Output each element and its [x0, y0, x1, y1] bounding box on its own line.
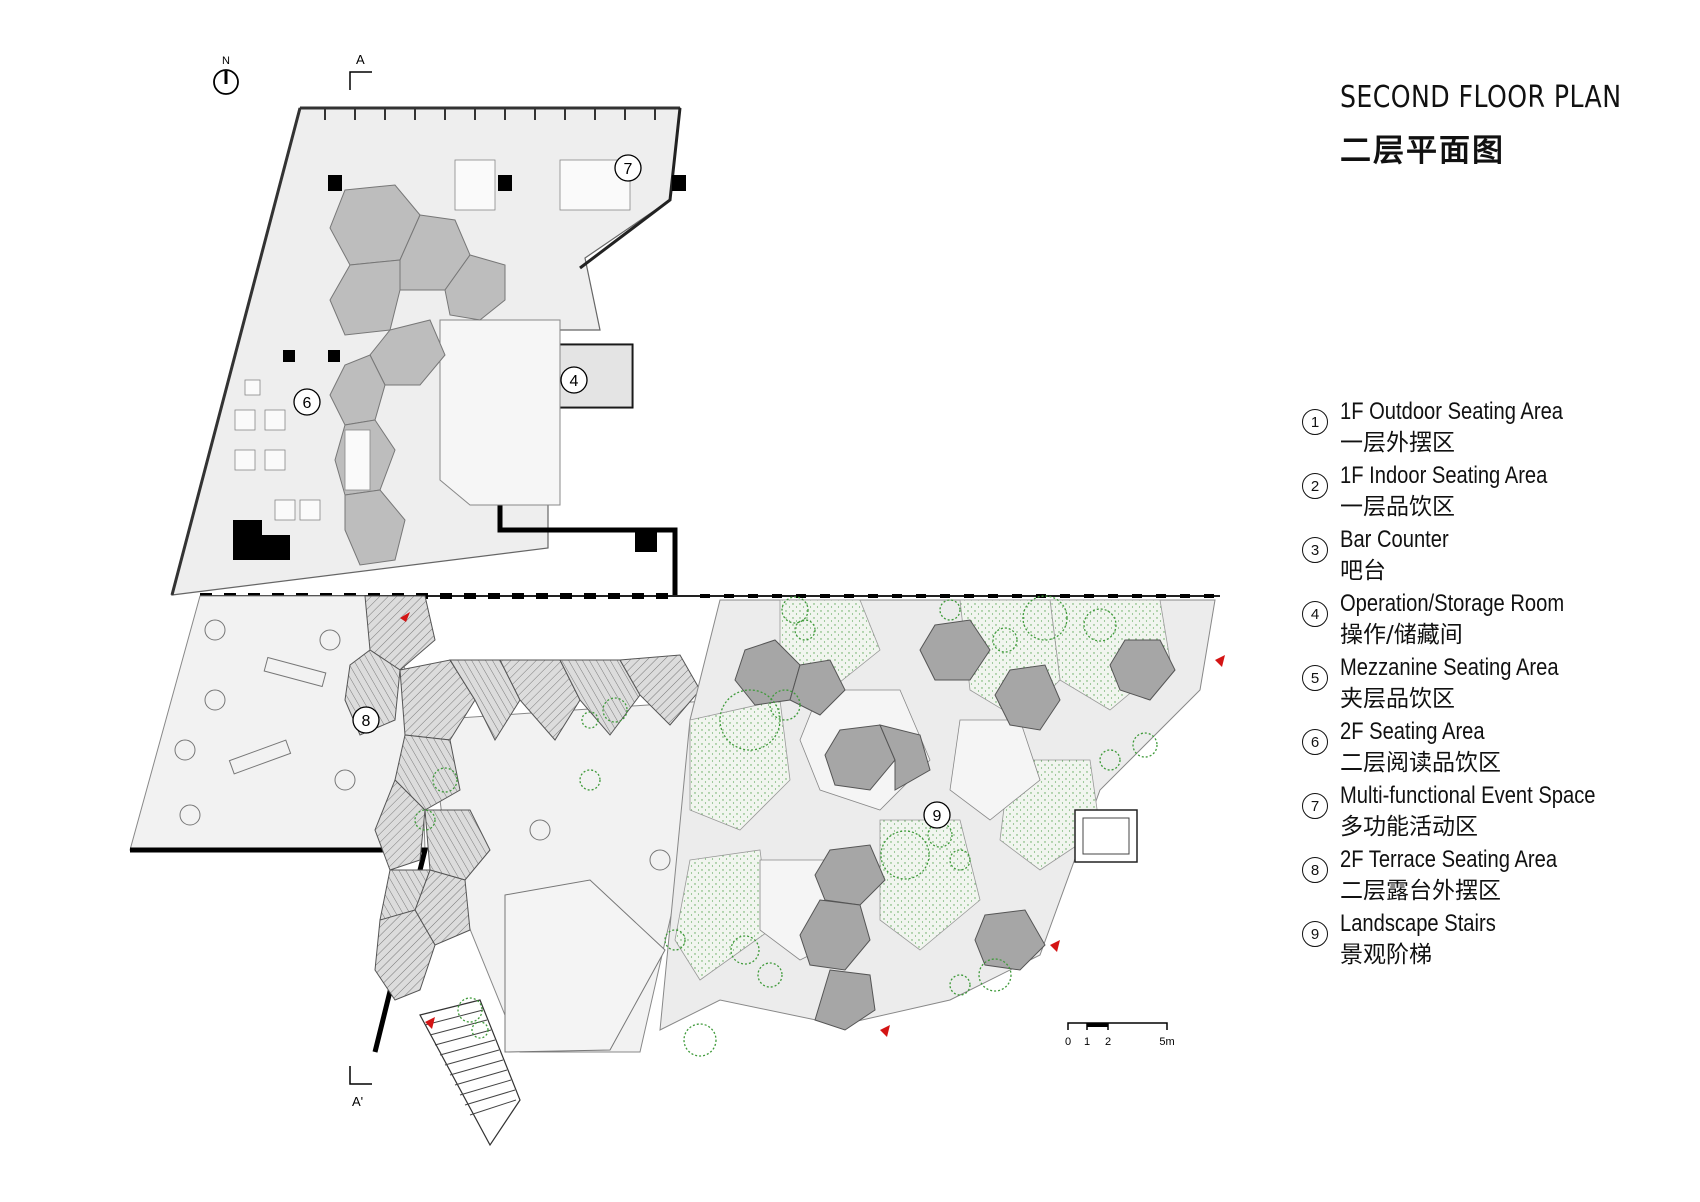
svg-text:A: A	[356, 52, 365, 67]
legend-item: 5 Mezzanine Seating Area 夹层品饮区	[1302, 654, 1682, 718]
legend-number: 7	[1302, 793, 1328, 819]
legend-number: 5	[1302, 665, 1328, 691]
legend-item: 1 1F Outdoor Seating Area 一层外摆区	[1302, 398, 1682, 462]
legend-label-zh: 操作/储藏间	[1340, 622, 1463, 648]
scale-tick-1: 1	[1084, 1036, 1090, 1048]
section-mark-bottom: A'	[349, 1066, 372, 1109]
legend-item: 4 Operation/Storage Room 操作/储藏间	[1302, 590, 1682, 654]
legend-label-zh: 吧台	[1340, 558, 1386, 584]
legend-label-en: 2F Terrace Seating Area	[1340, 846, 1558, 873]
svg-text:A': A'	[352, 1094, 363, 1109]
legend-label-en: 1F Indoor Seating Area	[1340, 462, 1548, 489]
svg-text:6: 6	[303, 395, 312, 412]
legend-label-zh: 一层品饮区	[1340, 494, 1455, 520]
room-callout-6: 6	[293, 388, 321, 416]
room-callout-4: 4	[560, 366, 588, 394]
room-callout-7: 7	[614, 154, 642, 182]
legend-label-en: Multi-functional Event Space	[1340, 782, 1596, 809]
legend-label-en: Bar Counter	[1340, 526, 1449, 553]
svg-text:7: 7	[624, 161, 633, 178]
legend: 1 1F Outdoor Seating Area 一层外摆区 2 1F Ind…	[1302, 398, 1682, 974]
legend-label-en: 1F Outdoor Seating Area	[1340, 398, 1564, 425]
legend-label-en: 2F Seating Area	[1340, 718, 1485, 745]
legend-item: 8 2F Terrace Seating Area 二层露台外摆区	[1302, 846, 1682, 910]
legend-number: 3	[1302, 537, 1328, 563]
legend-label-zh: 多功能活动区	[1340, 814, 1478, 840]
legend-number: 9	[1302, 921, 1328, 947]
legend-item: 2 1F Indoor Seating Area 一层品饮区	[1302, 462, 1682, 526]
legend-item: 6 2F Seating Area 二层阅读品饮区	[1302, 718, 1682, 782]
scale-tick-5m: 5m	[1159, 1036, 1174, 1048]
legend-label-en: Landscape Stairs	[1340, 910, 1496, 937]
legend-label-zh: 二层阅读品饮区	[1340, 750, 1501, 776]
indoor-floor	[170, 106, 686, 596]
room-callouts: 4 6 7 8 9	[293, 154, 951, 829]
legend-item: 3 Bar Counter 吧台	[1302, 526, 1682, 590]
legend-label-zh: 二层露台外摆区	[1340, 878, 1501, 904]
legend-label-en: Operation/Storage Room	[1340, 590, 1565, 617]
legend-item: 7 Multi-functional Event Space 多功能活动区	[1302, 782, 1682, 846]
legend-number: 8	[1302, 857, 1328, 883]
plan-title-zh: 二层平面图	[1340, 133, 1505, 169]
room-callout-8: 8	[352, 706, 380, 734]
north-arrow-icon: N	[213, 55, 239, 95]
north-label: N	[222, 55, 230, 67]
scale-tick-0: 0	[1065, 1036, 1071, 1048]
plan-title: SECOND FLOOR PLAN	[1340, 80, 1622, 115]
svg-text:8: 8	[362, 713, 371, 730]
legend-number: 1	[1302, 409, 1328, 435]
scale-bar: 0 1 2 5m	[1065, 1022, 1175, 1048]
legend-label-en: Mezzanine Seating Area	[1340, 654, 1559, 681]
legend-number: 2	[1302, 473, 1328, 499]
terrace	[129, 595, 721, 1147]
legend-item: 9 Landscape Stairs 景观阶梯	[1302, 910, 1682, 974]
svg-text:9: 9	[933, 808, 942, 825]
room-callout-9: 9	[923, 801, 951, 829]
legend-label-zh: 夹层品饮区	[1340, 686, 1455, 712]
legend-label-zh: 一层外摆区	[1340, 430, 1455, 456]
scale-tick-2: 2	[1105, 1036, 1111, 1048]
svg-text:4: 4	[570, 373, 579, 390]
legend-number: 4	[1302, 601, 1328, 627]
legend-label-zh: 景观阶梯	[1340, 942, 1432, 968]
legend-number: 6	[1302, 729, 1328, 755]
section-mark-top: A	[349, 52, 372, 90]
